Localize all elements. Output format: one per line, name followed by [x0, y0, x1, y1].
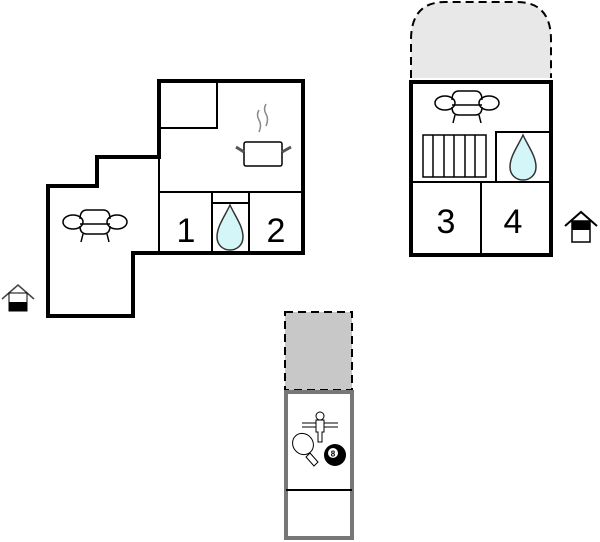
billiard-ball-number: 8 — [331, 450, 336, 459]
bedroom-2-label: 2 — [267, 212, 286, 250]
billiard-ball-icon: 8 — [324, 444, 346, 466]
table-tennis-icon — [292, 432, 319, 467]
foosball-icon — [302, 411, 338, 443]
radiator-icon — [422, 134, 487, 178]
terrace — [410, 0, 552, 78]
left-building: 1 2 — [1, 79, 305, 318]
bedroom-3-label: 3 — [437, 203, 456, 241]
annex-building: 8 — [284, 311, 354, 540]
pot-icon — [235, 103, 292, 167]
storage-room — [159, 81, 218, 129]
bedroom-1-label: 1 — [177, 212, 196, 250]
right-building: 3 4 — [409, 0, 598, 257]
entrance-icon — [1, 284, 35, 312]
annex-terrace — [284, 311, 353, 391]
entrance-icon — [564, 210, 598, 243]
bedroom-4-label: 4 — [504, 203, 523, 241]
left-building-outline — [46, 79, 305, 318]
